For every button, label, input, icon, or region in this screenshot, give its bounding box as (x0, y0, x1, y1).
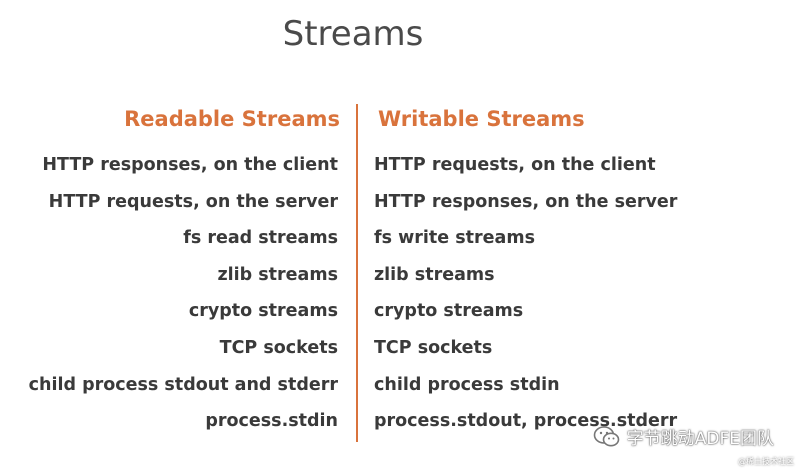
writable-item: crypto streams (374, 301, 524, 322)
writable-streams-heading: Writable Streams (378, 107, 585, 131)
readable-item: HTTP requests, on the server (48, 191, 338, 212)
slide-title: Streams (282, 14, 424, 54)
readable-item: zlib streams (217, 264, 338, 285)
writable-item: child process stdin (374, 374, 560, 395)
writable-item: HTTP responses, on the server (374, 191, 678, 212)
readable-streams-column: Readable Streams HTTP responses, on the … (18, 104, 340, 440)
readable-item: fs read streams (183, 228, 338, 249)
writable-item: HTTP requests, on the client (374, 155, 656, 175)
watermark-subtext: @稀土技术社区 (738, 457, 794, 466)
writable-item: zlib streams (374, 264, 495, 285)
writable-item: TCP sockets (374, 337, 493, 358)
readable-item: process.stdin (205, 411, 338, 432)
readable-streams-heading: Readable Streams (124, 107, 340, 131)
readable-item: child process stdout and stderr (28, 374, 338, 395)
writable-item: fs write streams (374, 228, 535, 249)
watermark: 字节跳动ADFE团队 (593, 424, 774, 449)
readable-item: HTTP responses, on the client (42, 155, 338, 175)
readable-item: TCP sockets (219, 337, 338, 358)
column-divider (356, 104, 358, 442)
writable-streams-column: Writable Streams HTTP requests, on the c… (374, 104, 694, 440)
wechat-icon (593, 425, 620, 446)
readable-item: crypto streams (188, 301, 338, 322)
watermark-text: 字节跳动ADFE团队 (626, 429, 774, 449)
